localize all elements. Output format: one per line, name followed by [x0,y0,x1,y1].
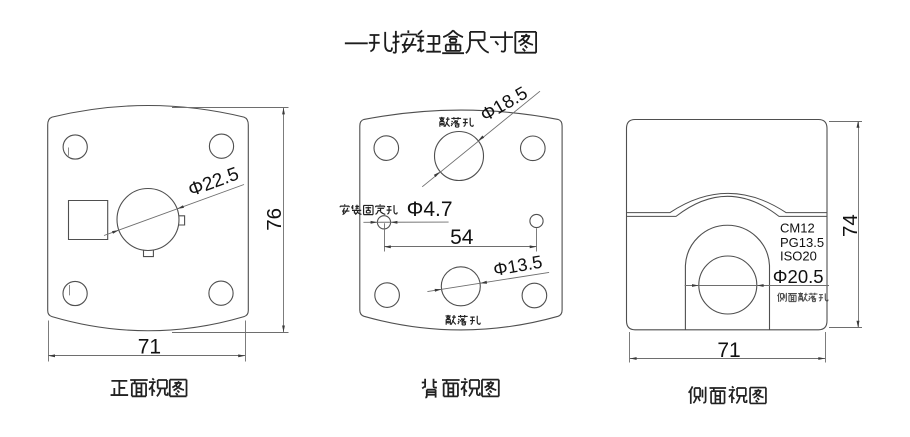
svg-text:71: 71 [717,339,740,362]
svg-text:CM12: CM12 [780,220,815,235]
svg-text:Φ13.5: Φ13.5 [492,252,544,280]
svg-text:76: 76 [263,208,286,231]
svg-text:ISO20: ISO20 [780,249,817,264]
svg-text:74: 74 [839,214,862,237]
svg-text:54: 54 [450,226,474,249]
svg-text:Φ18.5: Φ18.5 [477,82,531,126]
svg-text:71: 71 [138,335,161,358]
svg-text:Φ4.7: Φ4.7 [407,198,453,221]
svg-text:PG13.5: PG13.5 [780,235,824,250]
svg-text:Φ20.5: Φ20.5 [773,266,824,287]
